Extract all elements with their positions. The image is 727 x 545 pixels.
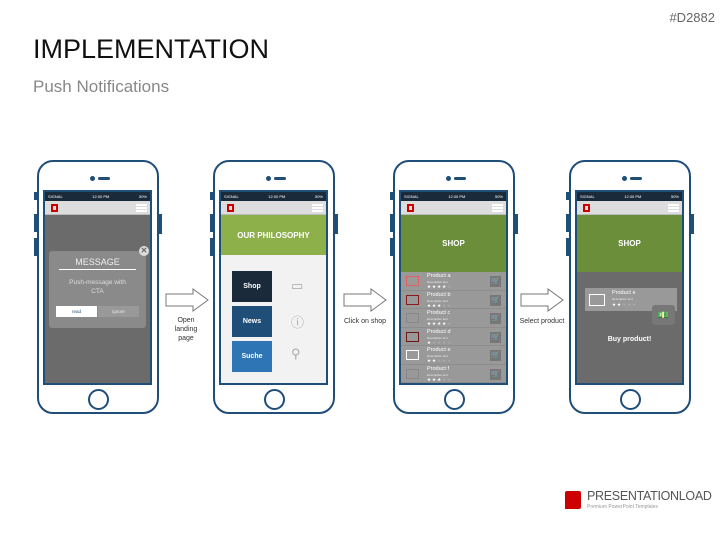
rating-stars: ★★★★★ bbox=[427, 339, 453, 345]
philosophy-banner: OUR PHILOSOPHY bbox=[221, 215, 326, 255]
shop-banner: SHOP bbox=[577, 215, 682, 272]
brand-name: PRESENTATIONLOAD bbox=[587, 489, 712, 503]
rating-stars: ★★★★★ bbox=[427, 284, 453, 289]
buy-product-label: Buy product! bbox=[607, 336, 652, 343]
brand-tagline: Premium PowerPoint Templates bbox=[587, 504, 659, 510]
slide-code: #D2882 bbox=[669, 10, 715, 25]
hamburger-menu-icon[interactable] bbox=[312, 204, 323, 212]
cart-icon[interactable]: 🛒 bbox=[490, 368, 501, 380]
camera-icon bbox=[622, 176, 627, 181]
hamburger-menu-icon[interactable] bbox=[668, 204, 679, 212]
close-icon[interactable]: ✕ bbox=[139, 246, 149, 256]
speaker-icon bbox=[630, 177, 642, 180]
app-header bbox=[401, 201, 506, 215]
hamburger-menu-icon[interactable] bbox=[492, 204, 503, 212]
product-image-icon bbox=[406, 294, 419, 305]
home-button[interactable] bbox=[444, 389, 465, 410]
read-button[interactable]: read bbox=[56, 306, 97, 317]
flow-arrow bbox=[343, 288, 387, 312]
app-logo-icon bbox=[583, 204, 590, 212]
app-logo-icon bbox=[407, 204, 414, 212]
flow-arrow bbox=[165, 288, 209, 312]
tile-shop[interactable]: Shop bbox=[232, 271, 272, 302]
product-image-icon bbox=[406, 276, 419, 286]
product-image-icon bbox=[406, 350, 419, 360]
product-image-icon bbox=[406, 313, 419, 323]
rating-stars: ★★★★★ bbox=[427, 376, 453, 382]
ignore-button[interactable]: ignore bbox=[98, 306, 139, 317]
home-button[interactable] bbox=[88, 389, 109, 410]
page-title: IMPLEMENTATION bbox=[33, 34, 270, 64]
cart-icon[interactable]: 🛒 bbox=[490, 276, 501, 287]
tile-suche[interactable]: Suche bbox=[232, 341, 272, 372]
camera-icon bbox=[446, 176, 451, 181]
app-header bbox=[221, 201, 326, 215]
hamburger-menu-icon[interactable] bbox=[136, 204, 147, 212]
speaker-icon bbox=[274, 177, 286, 180]
flow-step-label: Click on shop bbox=[343, 318, 387, 325]
shop-banner: SHOP bbox=[401, 215, 506, 272]
rating-stars: ★★★★★ bbox=[427, 302, 453, 308]
money-icon[interactable]: 💵 bbox=[652, 305, 675, 325]
cart-icon[interactable]: 🛒 bbox=[490, 313, 501, 324]
app-header bbox=[45, 201, 150, 215]
home-button[interactable] bbox=[264, 389, 285, 410]
product-image-icon bbox=[406, 331, 419, 342]
tile-news[interactable]: News bbox=[232, 306, 272, 337]
camera-icon bbox=[90, 176, 95, 181]
app-logo-icon bbox=[51, 204, 58, 212]
app-logo-icon bbox=[227, 204, 234, 212]
flow-step-label: Select product bbox=[519, 318, 565, 325]
cart-icon[interactable]: 🛒 bbox=[490, 331, 501, 343]
cart-icon[interactable]: 🛒 bbox=[490, 294, 501, 306]
cart-icon[interactable]: 🛒 bbox=[490, 350, 501, 361]
speaker-icon bbox=[454, 177, 466, 180]
page-subtitle: Push Notifications bbox=[33, 77, 170, 96]
info-icon: ⓘ bbox=[291, 315, 305, 330]
rating-stars: ★★★★★ bbox=[427, 358, 453, 363]
flow-arrow bbox=[520, 288, 564, 312]
rating-stars: ★★★★★ bbox=[427, 321, 453, 326]
speaker-icon bbox=[98, 177, 110, 180]
flow-step-label: Open landing page bbox=[174, 317, 198, 342]
laptop-icon: ▭ bbox=[291, 278, 304, 293]
app-header bbox=[577, 201, 682, 215]
product-image-icon bbox=[406, 368, 419, 379]
camera-icon bbox=[266, 176, 271, 181]
brand-icon bbox=[565, 491, 581, 509]
search-icon: ⚲ bbox=[291, 346, 301, 361]
home-button[interactable] bbox=[620, 389, 641, 410]
